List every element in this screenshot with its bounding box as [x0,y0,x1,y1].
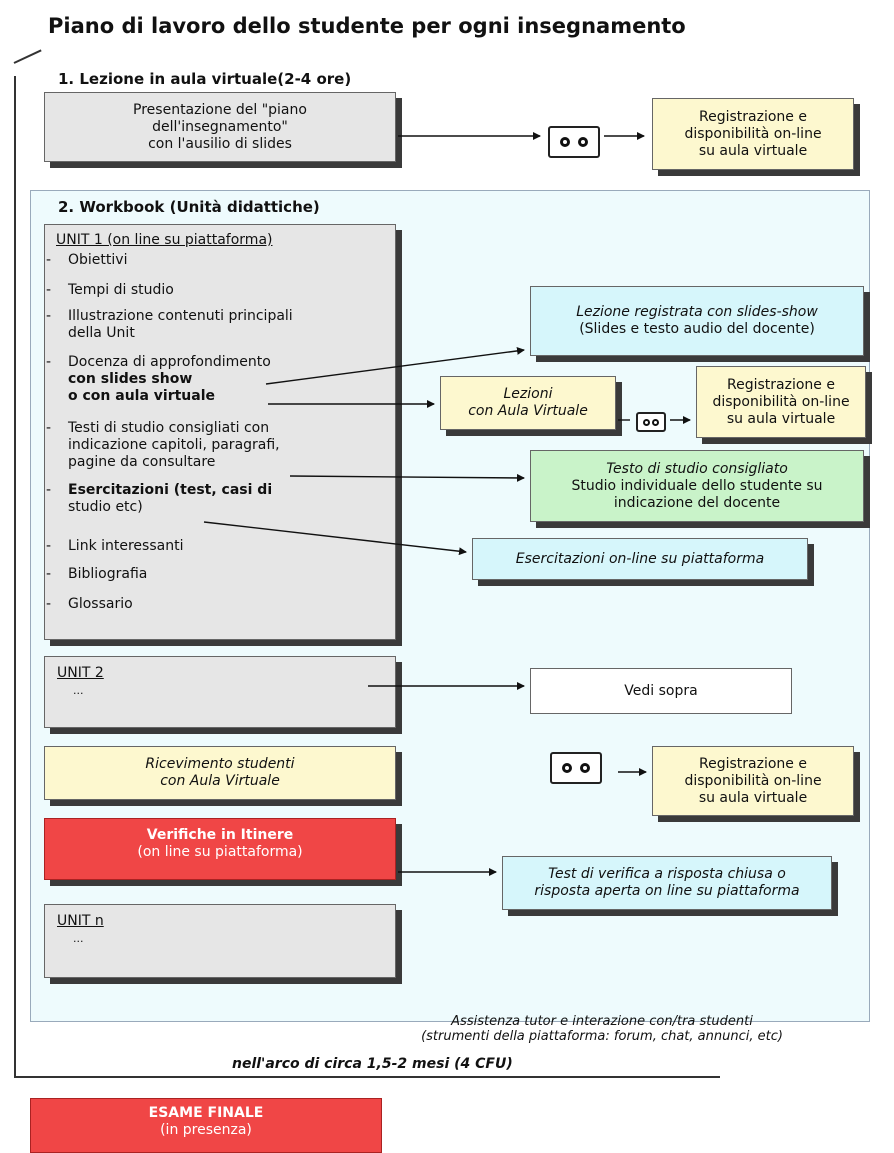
unitn-dots: ... [73,932,84,945]
registration-2-line-3: su aula virtuale [726,410,836,427]
recorded-lesson-line-1: Lezione registrata con slides-show [576,304,818,320]
test-verifica-box: Test di verifica a risposta chiusa o ris… [502,856,832,910]
unitn-title: UNIT n [57,913,104,929]
registration-2-line-2: disponibilità on-line [712,393,850,410]
final-exam-box: ESAME FINALE (in presenza) [30,1098,382,1153]
unit2-box: UNIT 2 ... [44,656,396,728]
section2-label: 2. Workbook (Unità didattiche) [58,198,320,216]
presentation-line-1: Presentazione del "piano [133,101,307,118]
presentation-box: Presentazione del "piano dell'insegnamen… [44,92,396,162]
registration-1-line-3: su aula virtuale [698,142,808,159]
reception-box: Ricevimento studenti con Aula Virtuale [44,746,396,800]
cassette-icon-small [636,412,666,432]
exercises-online-label: Esercitazioni on-line su piattaforma [515,550,765,567]
registration-3-line-1: Registrazione e [699,755,807,772]
study-text-line-3: indicazione del docente [613,494,781,511]
unit1-item-contents: Illustrazione contenuti principali della… [46,308,368,342]
assistance-note: Assistenza tutor e interazione con/tra s… [352,1014,852,1044]
verifiche-line-2: (on line su piattaforma) [137,844,303,860]
registration-3-line-3: su aula virtuale [698,789,808,806]
unit1-title: UNIT 1 (on line su piattaforma) [56,232,273,248]
registration-box-2: Registrazione e disponibilità on-line su… [696,366,866,438]
registration-1-line-1: Registrazione e [699,108,807,125]
verifiche-box: Verifiche in Itinere (on line su piattaf… [44,818,396,880]
unitn-box: UNIT n ... [44,904,396,978]
unit1-item-teaching: Docenza di approfondimento con slides sh… [46,354,368,405]
unit1-item-links: Link interessanti [46,538,368,555]
see-above-label: Vedi sopra [624,682,698,699]
virtual-lessons-line-1: Lezioni [503,386,553,402]
study-text-box: Testo di studio consigliato Studio indiv… [530,450,864,522]
diagram-title: Piano di lavoro dello studente per ogni … [48,14,686,38]
registration-box-1: Registrazione e disponibilità on-line su… [652,98,854,170]
unit2-dots: ... [73,684,84,697]
presentation-line-2: dell'insegnamento" [152,118,288,135]
test-verifica-line-2: risposta aperta on line su piattaforma [534,883,800,899]
arrow-exercises-to-online [203,521,467,556]
section1-label: 1. Lezione in aula virtuale(2-4 ore) [58,70,352,88]
frame-left-line [14,76,16,1076]
study-text-line-1: Testo di studio consigliato [606,460,788,477]
frame-bottom-line [14,1076,720,1078]
study-text-line-2: Studio individuale dello studente su [571,477,823,494]
recorded-lesson-box: Lezione registrata con slides-show (Slid… [530,286,864,356]
virtual-lessons-box: Lezioni con Aula Virtuale [440,376,616,430]
cassette-icon-2 [550,752,602,784]
unit2-title: UNIT 2 [57,665,104,681]
verifiche-line-1: Verifiche in Itinere [146,827,294,843]
see-above-box: Vedi sopra [530,668,792,714]
registration-2-line-1: Registrazione e [727,376,835,393]
reception-line-2: con Aula Virtuale [160,773,280,789]
arrow-slides-to-recorded [265,346,525,385]
presentation-line-3: con l'ausilio di slides [148,135,292,152]
virtual-lessons-line-2: con Aula Virtuale [468,403,588,419]
unit1-item-exercises: Esercitazioni (test, casi di studio etc) [46,482,368,516]
exercises-online-box: Esercitazioni on-line su piattaforma [472,538,808,580]
final-exam-line-2: (in presenza) [160,1122,252,1138]
unit1-item-study-texts: Testi di studio consigliati con indicazi… [46,420,368,471]
registration-1-line-2: disponibilità on-line [684,125,822,142]
timeframe-label: nell'arco di circa 1,5-2 mesi (4 CFU) [232,1056,513,1072]
unit1-item-study-time: Tempi di studio [46,282,368,299]
final-exam-line-1: ESAME FINALE [148,1105,264,1121]
test-verifica-line-1: Test di verifica a risposta chiusa o [548,866,786,882]
assistance-line-2: (strumenti della piattaforma: forum, cha… [421,1029,783,1044]
reception-line-1: Ricevimento studenti [145,756,295,772]
registration-3-line-2: disponibilità on-line [684,772,822,789]
unit1-item-glossary: Glossario [46,596,368,613]
unit1-item-objectives: Obiettivi [46,252,368,269]
assistance-line-1: Assistenza tutor e interazione con/tra s… [451,1014,753,1029]
cassette-icon [548,126,600,158]
recorded-lesson-line-2: (Slides e testo audio del docente) [579,321,815,337]
unit1-item-bibliography: Bibliografia [46,566,368,583]
registration-box-3: Registrazione e disponibilità on-line su… [652,746,854,816]
arrow-texts-to-study [289,473,525,482]
